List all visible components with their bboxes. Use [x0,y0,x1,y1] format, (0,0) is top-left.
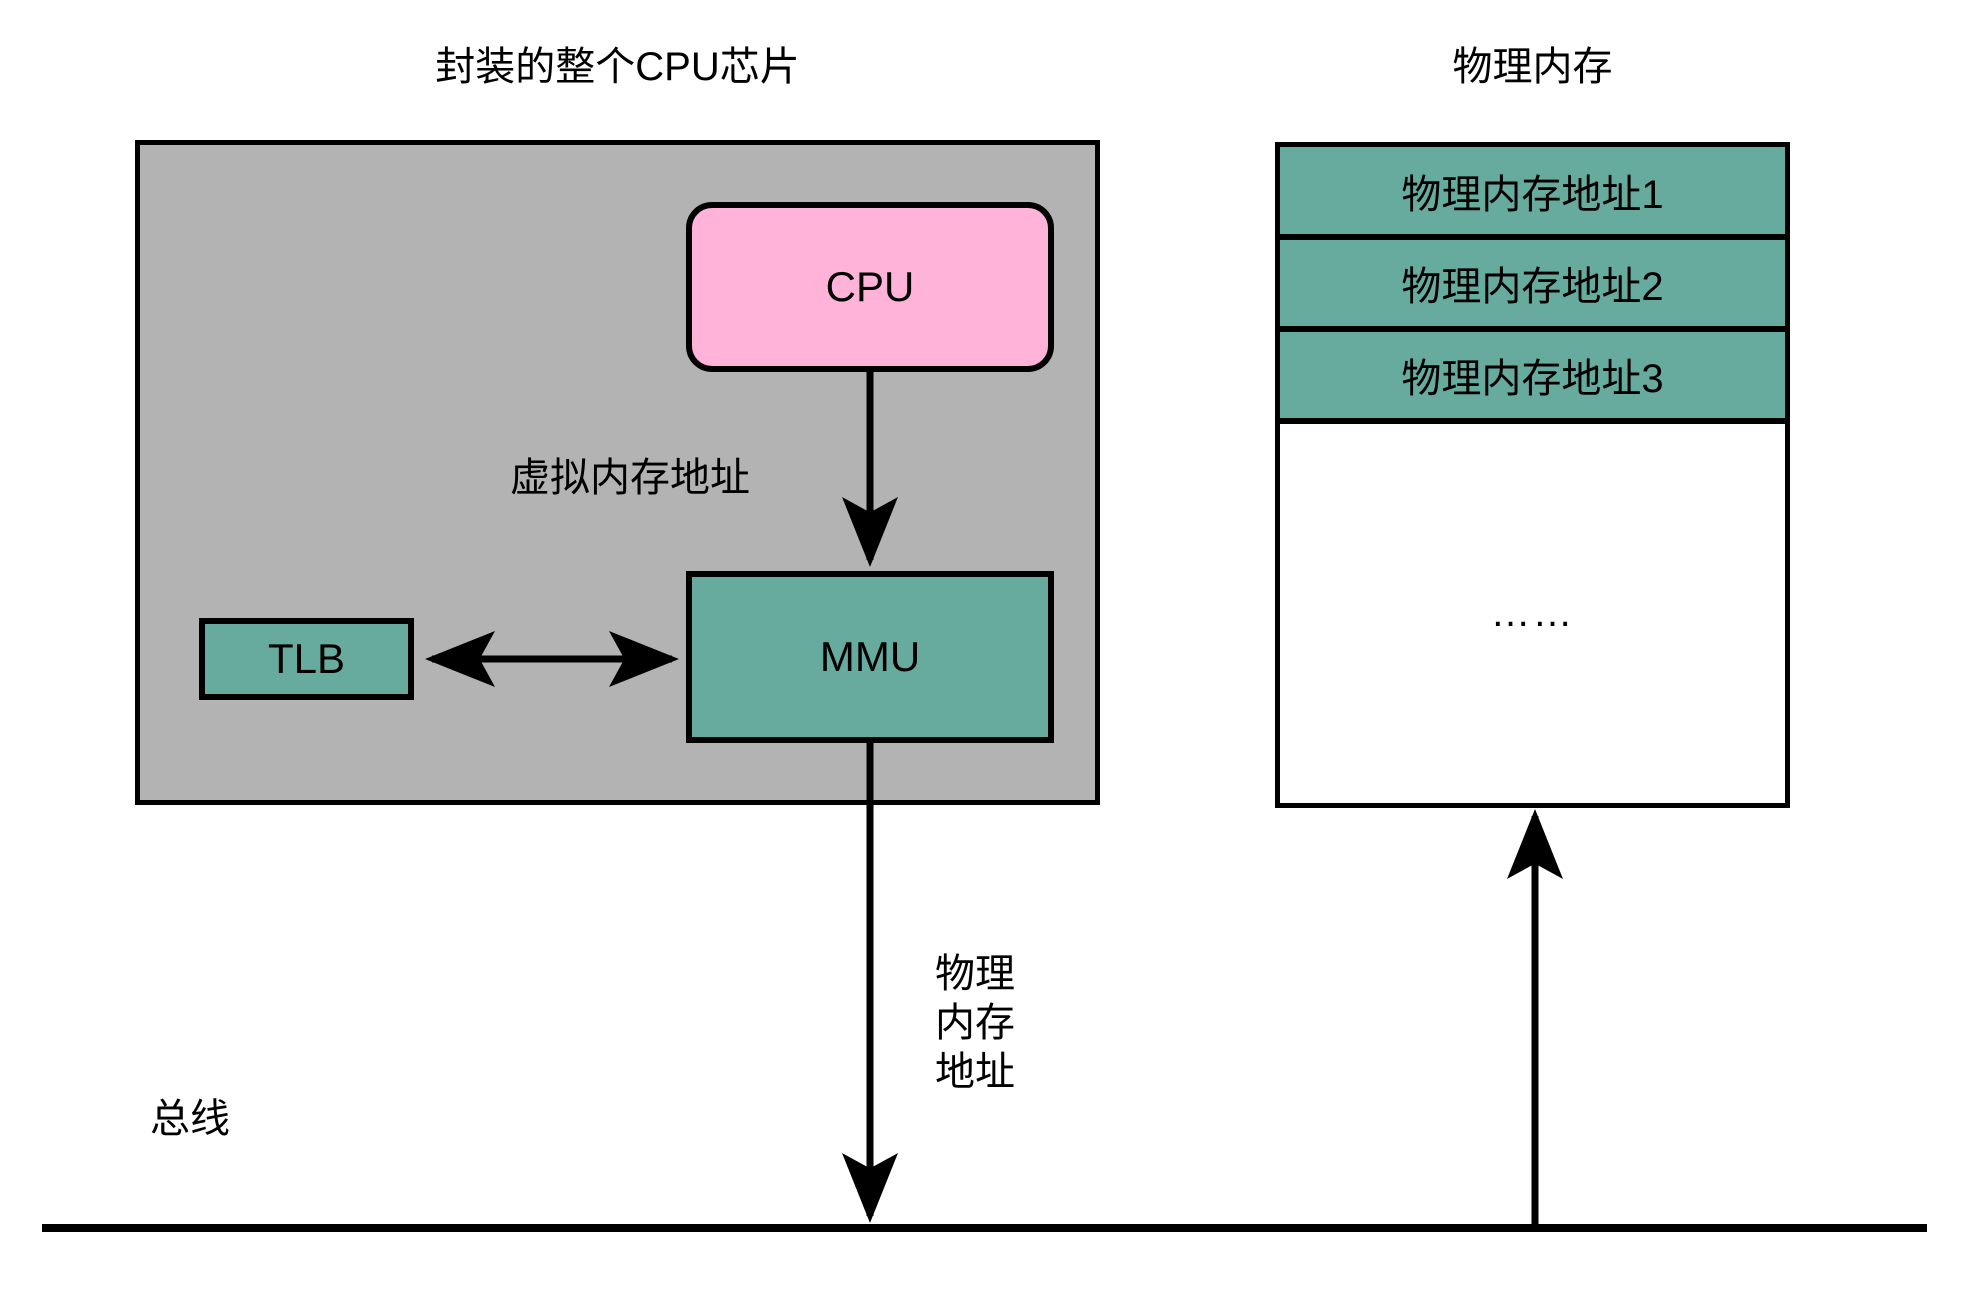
tlb-block[interactable]: TLB [199,618,414,700]
cpu-block[interactable]: CPU [686,202,1054,372]
system-bus-line [42,1224,1927,1232]
mmu-block-label: MMU [819,633,921,680]
virtual-memory-address-label: 虚拟内存地址 [510,456,750,500]
cpu-block-label: CPU [825,263,915,310]
memory-row[interactable]: 物理内存地址2 [1280,240,1785,332]
memory-row[interactable]: 物理内存地址1 [1280,147,1785,240]
physical-memory-title: 物理内存 [1452,45,1613,89]
bus-label: 总线 [150,1097,230,1141]
cpu-chip-title: 封装的整个CPU芯片 [435,45,800,89]
physical-memory-address-label: 物理 内存 地址 [935,952,1015,1094]
physical-memory-block: 物理内存地址1 物理内存地址2 物理内存地址3 …… [1275,142,1790,808]
memory-rows-ellipsis: …… [1490,591,1575,635]
mmu-block[interactable]: MMU [686,571,1054,743]
tlb-block-label: TLB [267,635,346,682]
memory-row[interactable]: 物理内存地址3 [1280,332,1785,424]
